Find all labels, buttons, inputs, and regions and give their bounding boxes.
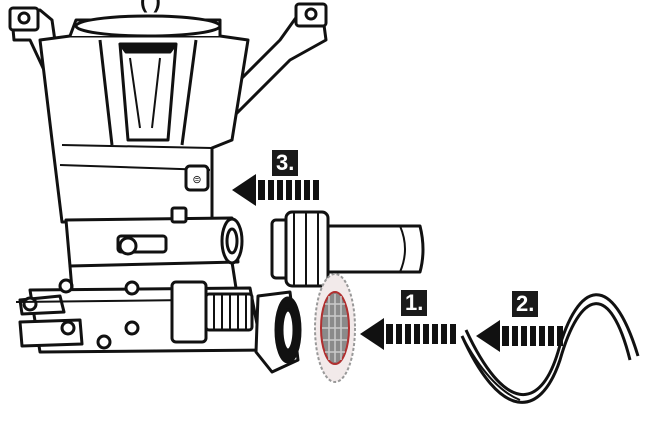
arrow-left-icon (232, 174, 563, 352)
garden-hose-illustration (270, 210, 425, 288)
pump-illustration: ⊜ (8, 2, 328, 374)
header-text: ( ) (140, 0, 161, 13)
step-3-label: 3. (272, 150, 299, 176)
svg-text:⊜: ⊜ (192, 174, 201, 186)
step-1-label: 1. (401, 290, 428, 316)
step-2-label: 2. (512, 291, 539, 317)
supply-hose-wave-illustration (460, 293, 640, 404)
inlet-filter-screen (314, 273, 356, 383)
